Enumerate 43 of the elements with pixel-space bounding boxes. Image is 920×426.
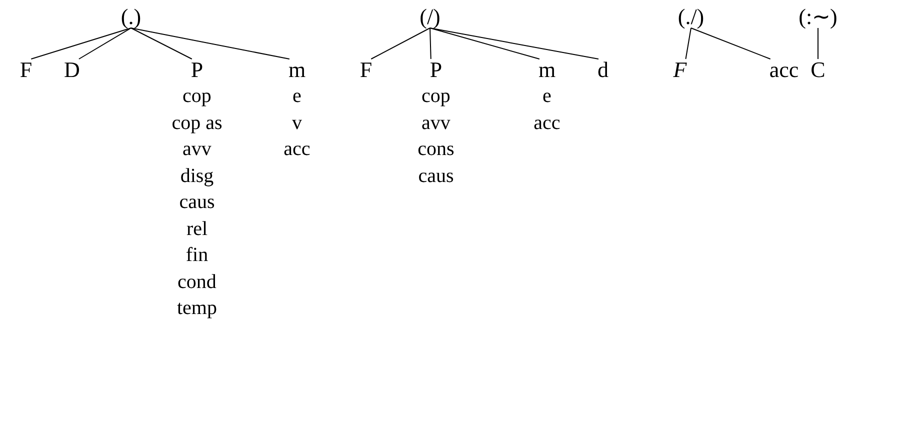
feature-value-text: disg [180,166,214,186]
tree-node-label: (/) [420,6,440,28]
tree-node-label: D [64,59,80,81]
tree-node-label: d [598,59,608,81]
feature-value-text: v [292,112,302,132]
tree-node-label: (./) [678,6,704,28]
feature-value-text: avv [422,112,450,132]
tree-branch-line [430,28,432,60]
feature-value-text: acc [534,112,560,132]
tree-branch-line [690,28,771,60]
tree-node-label: P [190,59,204,81]
feature-value-text: cop [182,86,212,106]
tree-node-label: F [360,59,372,81]
feature-value-text: temp [177,298,217,318]
tree-branch-line [130,28,290,60]
feature-value-text: caus [418,166,454,186]
feature-value-text: avv [182,139,212,159]
feature-value-text: cop [422,86,450,106]
feature-value-text: caus [179,192,215,212]
tree-branch-line [30,28,132,60]
tree-node-label: C [810,59,826,81]
tree-branch-line [130,28,192,60]
feature-value-text: e [542,86,552,106]
feature-value-text: e [292,86,302,106]
feature-value-text: cons [418,139,454,159]
tree-branch-line [430,28,540,60]
feature-value-text: cop as [172,112,222,132]
feature-value-text: acc [284,139,310,159]
tree-branch-line [430,28,599,60]
tree-node-label: F [673,59,687,81]
tree-node-label: acc [769,59,799,81]
tree-branch-line [370,28,430,60]
tree-node-label: F [20,59,32,81]
tree-node-label: m [538,59,556,81]
tree-node-label: (.) [120,6,142,28]
feature-value-text: rel [186,218,208,238]
tree-node-label: P [430,59,442,81]
tree-branch-line [685,28,692,60]
tree-branch-line [78,28,132,60]
tree-node-label: m [288,59,306,81]
tree-node-label: (:∼) [798,6,838,28]
feature-value-text: fin [186,245,208,265]
feature-value-text: cond [178,272,216,292]
